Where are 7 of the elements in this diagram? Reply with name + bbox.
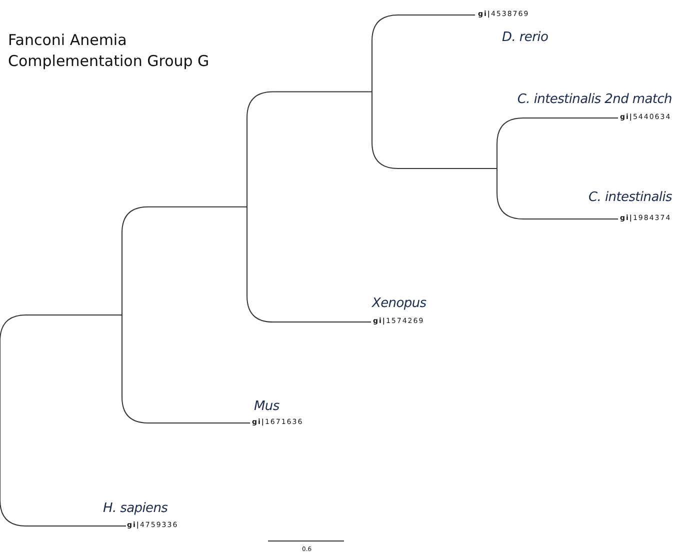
species-label: C. intestinalis	[588, 190, 672, 205]
species-label: H. sapiens	[103, 501, 168, 516]
species-label: Xenopus	[372, 296, 426, 311]
species-label: D. rerio	[502, 30, 548, 45]
diagram-title: Fanconi Anemia Complementation Group G	[8, 30, 210, 72]
species-label: C. intestinalis 2nd match	[517, 92, 672, 107]
species-label: Mus	[254, 399, 280, 414]
